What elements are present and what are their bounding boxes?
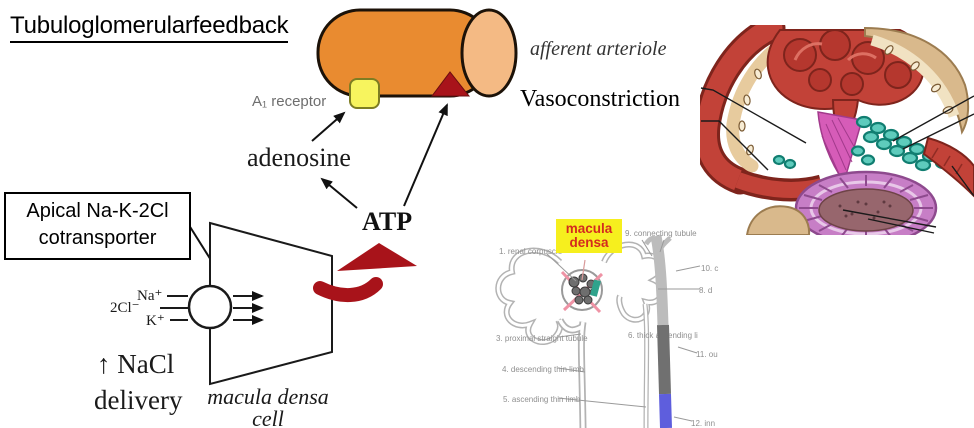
- ion-lines: [160, 291, 264, 325]
- lumen-speckles: [838, 200, 892, 220]
- potassium-label: K⁺: [146, 313, 165, 329]
- arrow-atp-to-adenosine: [320, 177, 358, 209]
- macula-densa-highlight-label: macula densa: [556, 219, 622, 254]
- duct-outer-medullary: [657, 324, 671, 395]
- juxtaglomerular-apparatus-illustration: [700, 25, 974, 235]
- cylinder-end-cap: [460, 8, 518, 98]
- atp-release-arrow-head: [337, 243, 417, 271]
- efferent-arteriole: [922, 136, 974, 198]
- mesangial-hatching: [821, 117, 857, 177]
- granular-cells: [772, 115, 952, 172]
- macula-densa-highlight-line2: densa: [569, 235, 609, 251]
- tubule-loops: [495, 241, 665, 428]
- nephron-diagram: 6. thick ascending li: [495, 229, 718, 428]
- capsule-cell-band-left: [726, 35, 793, 173]
- cut-label-8: 8. d: [699, 286, 712, 295]
- vasoconstriction-label: Vasoconstriction: [520, 86, 680, 112]
- duct-inner-medullary: [659, 393, 672, 428]
- slide-title: Tubuloglomerularfeedback: [10, 12, 289, 43]
- duct-cortical: [650, 234, 669, 326]
- renal-corpuscle: [560, 259, 604, 314]
- cell-trapezoid: [209, 221, 333, 386]
- arrow-atp-to-triangle: [403, 103, 448, 207]
- macula-densa-highlight-line1: macula: [565, 221, 613, 236]
- proximal-straight-tubule-label: 3. proximal straight tubule: [496, 334, 588, 343]
- cut-label-11: 11. ou: [696, 350, 718, 359]
- nephron-leader-lines: [546, 239, 701, 422]
- descending-thin-limb-label: 4. descending thin limb: [502, 365, 584, 374]
- macula-densa-cell-line2: cell: [252, 406, 284, 428]
- anatomy-leader-lines: [700, 87, 974, 234]
- tuft-lobes: [783, 29, 912, 96]
- glomerulus-tuft: [568, 273, 597, 305]
- macula-densa-cell-shape: [160, 221, 417, 386]
- a1-receptor-label: A₁ receptor: [252, 93, 327, 110]
- arrow-adenosine-to-receptor: [311, 111, 346, 142]
- renal-corpuscle-label: 1. renal corpuscle: [499, 247, 563, 256]
- atp-label: ATP: [362, 207, 413, 236]
- ascending-thin-limb-label: 5. ascending thin limb: [503, 395, 581, 404]
- transporter-box-line2: cotransporter: [38, 227, 157, 249]
- chloride-label: 2Cl⁻: [110, 300, 140, 316]
- macula-densa-cell-label: macula densa cell: [198, 386, 338, 428]
- afferent-arteriole-label: afferent arteriole: [530, 38, 667, 60]
- cut-label-12: 12. inn: [691, 419, 715, 428]
- p2-receptor-triangle-icon: [431, 71, 471, 97]
- transporter-box-line1: Apical Na-K-2Cl: [26, 200, 169, 222]
- adenosine-label: adenosine: [247, 143, 351, 172]
- macula-densa-tubule: [794, 170, 938, 235]
- afferent-arteriole-cylinder: [316, 8, 518, 109]
- a1-receptor-icon: [349, 78, 380, 109]
- capsule-cell-band-right: [870, 34, 960, 118]
- connecting-tubule-label: 9. connecting tubule: [625, 229, 697, 238]
- nacl-delivery-line1: ↑ NaCl: [97, 349, 175, 379]
- atp-release-arrow-body: [313, 277, 383, 303]
- macula-densa-cell-line1: macula densa: [207, 384, 329, 409]
- sodium-label: Na⁺: [137, 288, 163, 304]
- transporter-callout-box: Apical Na-K-2Cl cotransporter: [4, 192, 191, 260]
- cotransporter-circle: [187, 284, 233, 330]
- cut-label-10: 10. c: [701, 264, 718, 273]
- nacl-delivery-line2: delivery: [94, 385, 183, 415]
- macula-densa-marker: [590, 279, 601, 297]
